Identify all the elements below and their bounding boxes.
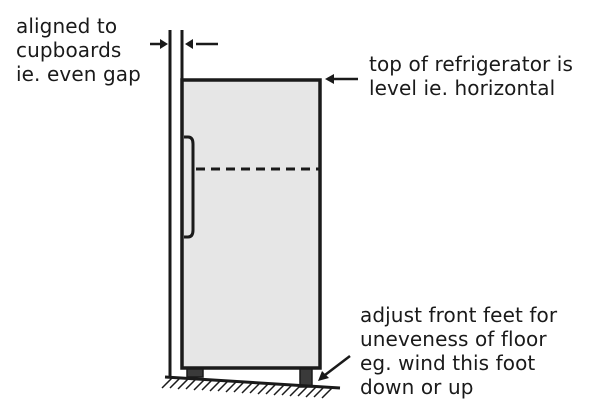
top-level-label-line-2: level ie. horizontal [369, 76, 556, 100]
feet-adjust-label-line-1: adjust front feet for [360, 303, 558, 327]
refrigerator-body [180, 78, 322, 370]
gap-label-line-3: ie. even gap [16, 62, 141, 86]
top-level-label: top of refrigerator is level ie. horizon… [369, 52, 573, 100]
foot-adjust-arrow [318, 355, 351, 381]
gap-label-line-2: cupboards [16, 38, 122, 62]
feet-adjust-label-line-3: eg. wind this foot [360, 351, 536, 375]
top-level-arrow [325, 74, 358, 84]
feet-adjust-label: adjust front feet for uneveness of floor… [360, 303, 557, 399]
gap-label: aligned to cupboards ie. even gap [16, 14, 141, 86]
back-foot [186, 368, 204, 378]
door-handle [184, 135, 195, 239]
front-feet [186, 368, 313, 388]
top-level-label-line-1: top of refrigerator is [369, 52, 573, 76]
gap-label-line-1: aligned to [16, 14, 118, 38]
cupboard-edge [168, 30, 184, 378]
feet-adjust-label-line-4: down or up [360, 375, 474, 399]
feet-adjust-label-line-2: uneveness of floor [360, 327, 547, 351]
gap-arrows [150, 39, 218, 49]
uneven-floor [161, 375, 341, 399]
